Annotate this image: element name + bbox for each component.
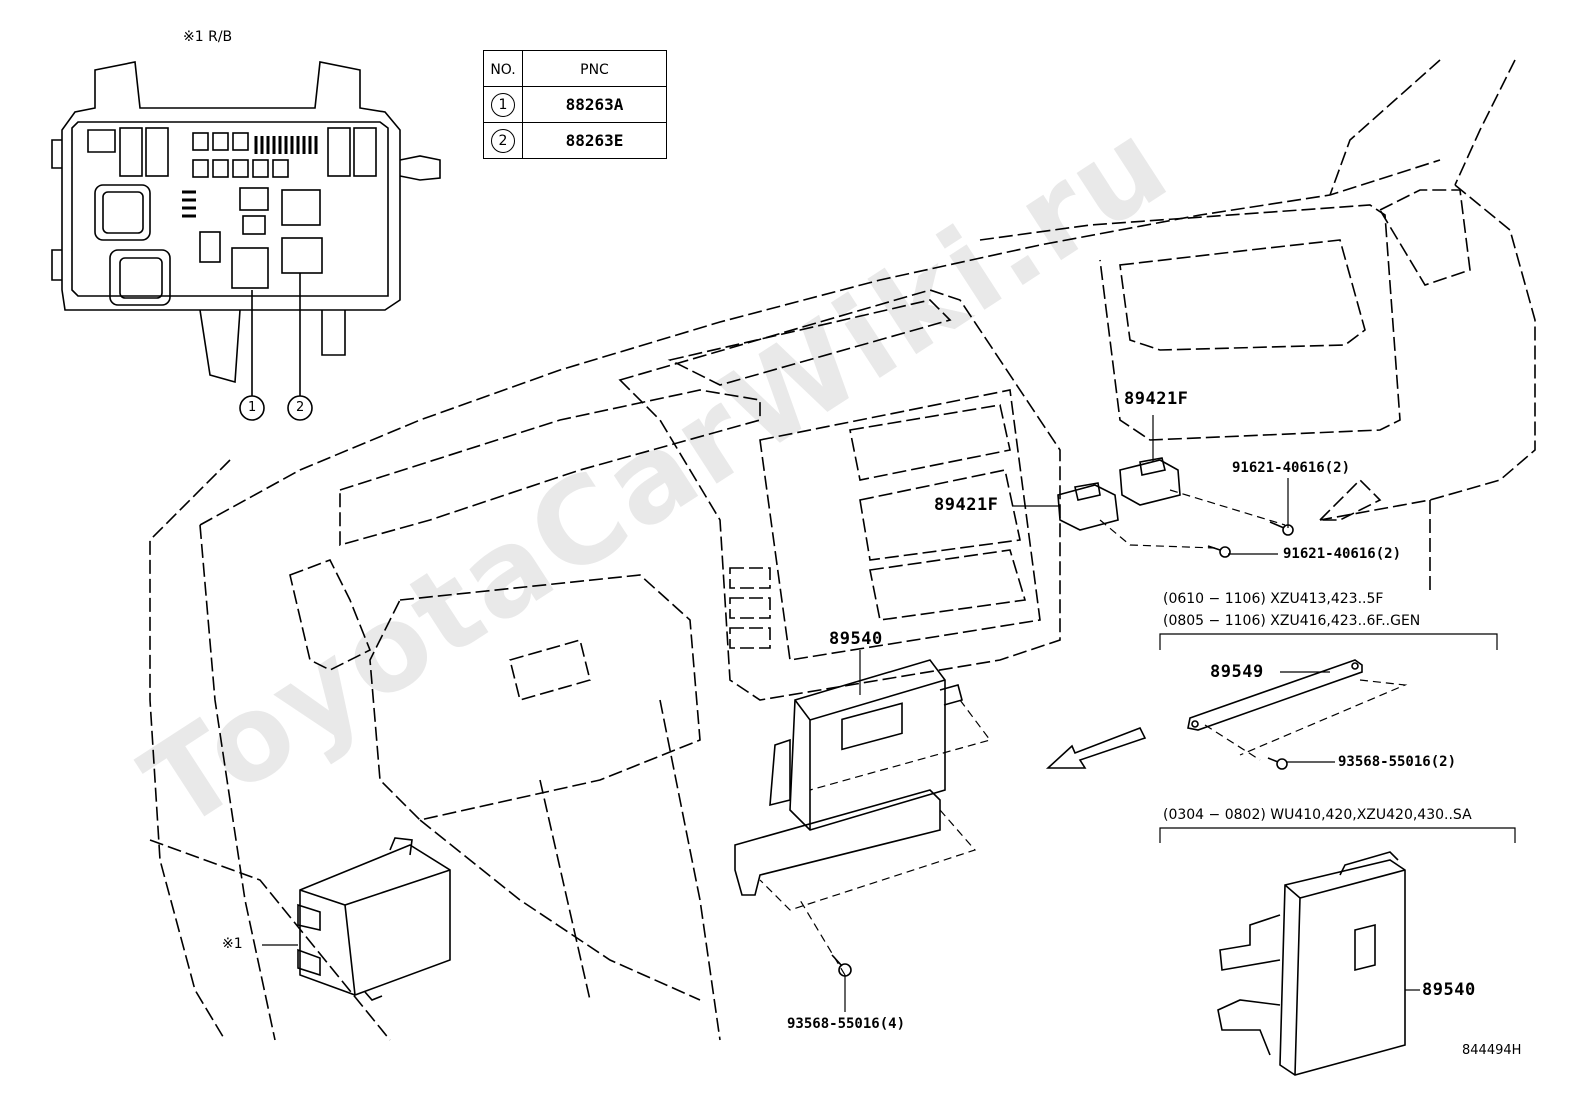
alt-ecu-drawing xyxy=(1217,851,1406,1076)
direction-arrow xyxy=(1045,726,1147,769)
main-ecu-drawing xyxy=(734,659,963,896)
bracket-89549-drawing xyxy=(1187,659,1363,731)
pnc-table-header: NO. PNC xyxy=(483,50,667,87)
leader-lines xyxy=(262,415,1420,1012)
relay-box-drawing xyxy=(297,837,451,1001)
assembly-lines xyxy=(759,489,1408,976)
callout-2: 2 xyxy=(296,400,305,415)
note-2: (0805 − 1106) XZU416,423..6F..GEN xyxy=(1163,613,1421,629)
row-number: 1 xyxy=(491,92,515,117)
inset-title: ※1 R/B xyxy=(183,29,233,45)
pnc-table-row: 2 88263E xyxy=(483,122,667,159)
note-3: (0304 − 0802) WU410,420,XZU420,430..SA xyxy=(1163,807,1472,823)
label-sensor-lower: 89421F xyxy=(934,495,999,515)
pnc-table: NO. PNC 1 88263A 2 88263E xyxy=(483,50,667,159)
label-ecu-main: 89540 xyxy=(829,629,883,649)
label-screw-bottom: 93568-55016(4) xyxy=(787,1016,906,1032)
label-bolt-upper: 91621-40616(2) xyxy=(1232,460,1351,476)
relay-block-inset xyxy=(51,61,441,421)
row-number: 2 xyxy=(491,128,515,153)
row-pnc: 88263A xyxy=(565,95,624,114)
label-relay-box: ※1 xyxy=(222,936,243,952)
pnc-table-row: 1 88263A xyxy=(483,86,667,123)
diagram-id: 844494H xyxy=(1462,1043,1522,1058)
row-pnc: 88263E xyxy=(565,131,624,150)
label-bracket: 89549 xyxy=(1210,662,1264,682)
label-sensor-upper: 89421F xyxy=(1124,389,1189,409)
sensor-drawings xyxy=(1057,457,1181,531)
label-ecu-alt: 89540 xyxy=(1422,980,1476,1000)
header-pnc: PNC xyxy=(580,62,609,78)
note-bracket-lines xyxy=(1159,633,1516,843)
header-no: NO. xyxy=(490,62,516,78)
note-1: (0610 − 1106) XZU413,423..5F xyxy=(1163,591,1384,607)
label-bolt-lower: 91621-40616(2) xyxy=(1283,546,1402,562)
label-screw-bracket: 93568-55016(2) xyxy=(1338,754,1457,770)
callout-1: 1 xyxy=(248,400,257,415)
instrument-panel-outline xyxy=(149,59,1536,1041)
fasteners xyxy=(831,521,1294,977)
